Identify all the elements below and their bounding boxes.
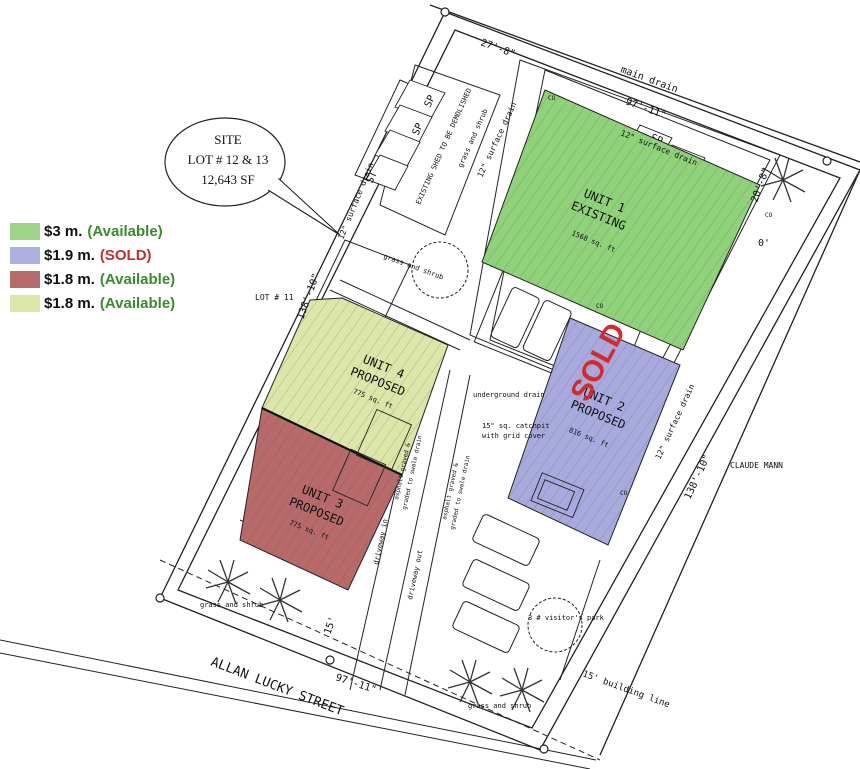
unit-fixtures (332, 408, 585, 519)
unit-4-area (261, 297, 449, 476)
unit-1-area (481, 89, 761, 351)
legend-swatch (10, 246, 40, 264)
unit-3-area (239, 407, 403, 591)
corner-markers (155, 7, 832, 754)
site-bubble-line2: LOT # 12 & 13 (188, 152, 269, 167)
building-line-label: 15' building line (581, 669, 671, 710)
cleanout-markers: CO CO CO CO (548, 95, 773, 497)
catchpit-label: 15" sq. catchpit (482, 422, 549, 430)
unit-divider-wall (261, 407, 403, 476)
svg-text:CO: CO (765, 212, 773, 219)
sp-label-2: SP (411, 122, 426, 138)
legend-status: (Available) (99, 294, 176, 312)
legend-status: (Available) (87, 222, 163, 240)
legend-row: $1.8 m. (Available) (10, 292, 230, 314)
sp-label-1: SP (423, 94, 438, 110)
palm-trees (205, 157, 806, 713)
legend-price: $1.9 m. (44, 246, 95, 264)
svg-text:CO: CO (548, 95, 556, 102)
parked-cars (452, 287, 572, 653)
legend-price: $3 m. (44, 222, 83, 240)
legend-price: $1.8 m. (44, 270, 95, 288)
dim-27-8: 27'-8" (479, 37, 517, 60)
site-bubble-line3: 12,643 SF (201, 172, 254, 187)
street-lines (0, 559, 601, 769)
dim-15: 15' (322, 615, 339, 636)
lot-11-label: LOT # 11 (255, 293, 294, 302)
visitors-park-label: 3 # visitor's park (528, 614, 605, 622)
st-label-1: ST (365, 170, 380, 186)
legend-swatch (10, 270, 40, 288)
grass-shrub-left: grass and shrub (200, 601, 263, 609)
legend-swatch (10, 294, 40, 312)
grid-cover-label: with grid cover (482, 432, 545, 440)
price-legend: $3 m. (Available) $1.9 m. (SOLD) $1.8 m.… (10, 220, 230, 316)
legend-status: (SOLD) (99, 246, 152, 264)
storage-boxes-left (365, 79, 446, 191)
main-drain-label: main drain (619, 64, 679, 95)
claude-mann-label: CLAUDE MANN (730, 461, 783, 470)
legend-status: (Available) (99, 270, 176, 288)
legend-price: $1.8 m. (44, 294, 95, 312)
legend-row: $1.8 m. (Available) (10, 268, 230, 290)
dim-0: 0' (758, 238, 770, 249)
legend-swatch (10, 222, 40, 240)
legend-row: $1.9 m. (SOLD) (10, 244, 230, 266)
grass-shrub-bottom: grass and shrub (468, 702, 531, 710)
site-callout (164, 117, 341, 236)
underground-drain: underground drain (473, 391, 545, 399)
legend-row: $3 m. (Available) (10, 220, 230, 242)
shrubs (411, 241, 583, 653)
dim-97-11-top: 97'-11" (624, 96, 667, 121)
dim-138-10-right: 138'-10" (683, 453, 713, 501)
svg-text:CO: CO (620, 490, 628, 497)
site-bubble-line1: SITE (214, 132, 242, 147)
unit-2-area (507, 317, 681, 546)
svg-text:CO: CO (596, 303, 604, 310)
